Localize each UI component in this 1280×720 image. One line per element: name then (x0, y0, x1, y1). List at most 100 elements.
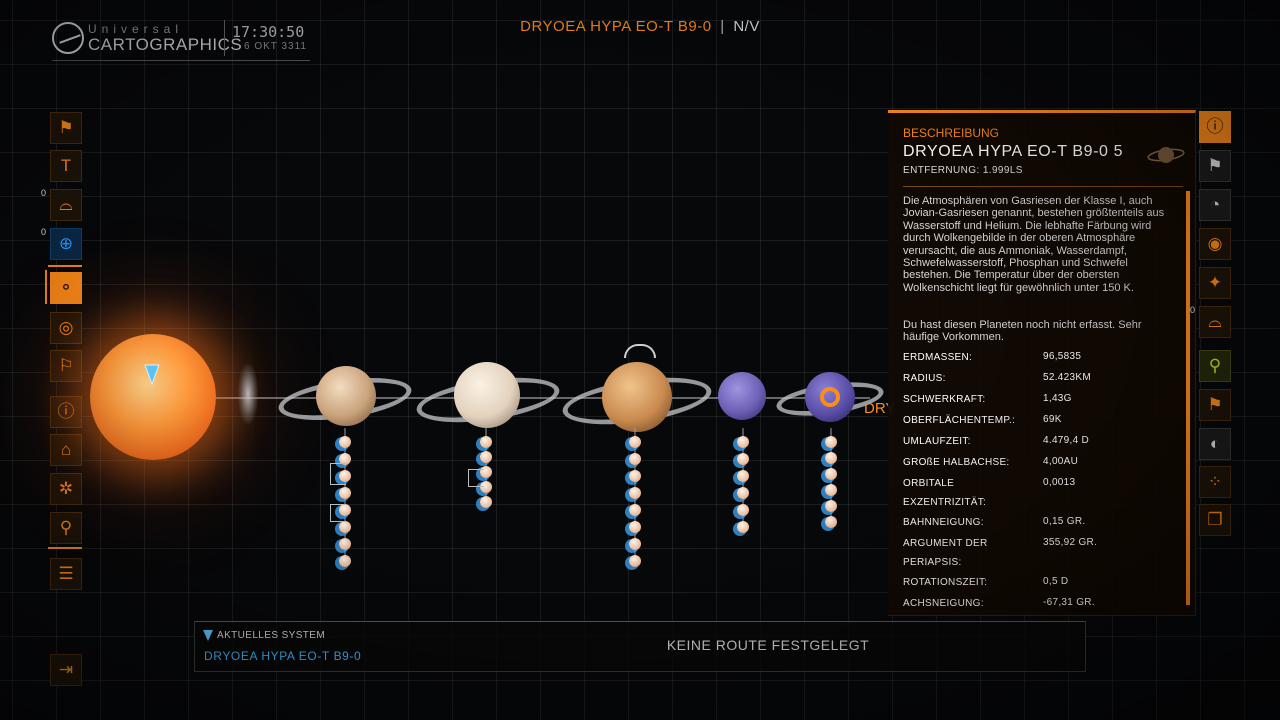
right-sidebar-landing-flag-button[interactable]: ⚑ (1199, 150, 1231, 182)
system-status: N/V (733, 18, 760, 35)
stat-value: 4.479,4 D (1043, 435, 1090, 446)
right-sidebar-landable-planet-button[interactable]: ◔ (1199, 189, 1231, 221)
moon-3-3[interactable] (629, 470, 641, 482)
stat-label: GROßE HALBACHSE: (903, 457, 1010, 468)
asteroid-belt[interactable] (238, 364, 258, 424)
panel-scrollbar[interactable] (1186, 191, 1190, 605)
moon-1-8[interactable] (339, 555, 351, 567)
moon-4-5[interactable] (737, 504, 749, 516)
stat-label: UMLAUFZEIT: (903, 436, 971, 447)
moon-5-6[interactable] (825, 516, 837, 528)
current-location-marker-icon (144, 364, 160, 386)
moon-2-2[interactable] (480, 451, 492, 463)
system-title: DRYOEA HYPA EO-T B9-0 | N/V (0, 18, 1280, 35)
distance-label: ENTFERNUNG: (903, 165, 980, 176)
left-sidebar-globe-button[interactable]: ⊕0 (41, 227, 82, 260)
moon-2-1[interactable] (480, 436, 492, 448)
right-sidebar-biology-button[interactable]: ✦ (1199, 267, 1231, 299)
moon-4-1[interactable] (737, 436, 749, 448)
left-sidebar-bookmark-button[interactable]: ⚑ (50, 112, 82, 144)
moon-3-2[interactable] (629, 453, 641, 465)
moon-2-5[interactable] (480, 496, 492, 508)
location-pin-icon: ⚲ (59, 518, 73, 537)
left-sidebar-orrery-button[interactable]: ◎ (50, 312, 82, 344)
right-sidebar-cluster-button[interactable]: ⁘ (1199, 466, 1231, 498)
stat-value: 4,00AU (1043, 456, 1079, 467)
stat-value: -67,31 GR. (1043, 597, 1095, 608)
moon-3-4[interactable] (629, 487, 641, 499)
planet-4[interactable] (718, 372, 766, 420)
selected-target-icon (820, 387, 840, 407)
right-sidebar-target-button[interactable]: ◉ (1199, 228, 1231, 260)
left-sidebar-station-button[interactable]: ⌂ (50, 434, 82, 466)
bookmark-icon: ⚑ (1207, 395, 1223, 414)
moon-5-5[interactable] (825, 500, 837, 512)
title-separator: | (720, 18, 725, 35)
left-sidebar-system-map-button[interactable]: ⚬ (50, 272, 82, 304)
right-sidebar-moon-button[interactable]: ◐ (1199, 428, 1231, 460)
scan-status: Du hast diesen Planeten noch nicht erfas… (903, 319, 1142, 344)
moon-1-1[interactable] (339, 436, 351, 448)
left-sidebar-flag-button[interactable]: ⚐ (50, 350, 82, 382)
exit-button[interactable]: ⇥ (50, 654, 82, 686)
right-sidebar-info-button[interactable]: ⓘ (1199, 111, 1231, 143)
stat-value: 96,5835 (1043, 351, 1082, 362)
left-sidebar-list-button[interactable]: ☰ (50, 558, 82, 590)
list-icon: ☰ (58, 564, 74, 583)
moon-4-3[interactable] (737, 470, 749, 482)
exit-icon: ⇥ (58, 660, 74, 679)
active-section-marker (45, 270, 47, 304)
left-sidebar-ground-signal-button[interactable]: ⌓0 (41, 188, 82, 221)
body-name: DRYOEA HYPA EO-T B9-0 5 (903, 143, 1124, 160)
item-count-badge: 0 (41, 188, 47, 198)
planet-1[interactable] (316, 366, 376, 426)
left-sidebar-location-pin-button[interactable]: ⚲ (50, 512, 82, 544)
moon-3-1[interactable] (629, 436, 641, 448)
stat-label: SCHWERKRAFT: (903, 394, 986, 405)
left-sidebar-codex-button[interactable]: T (50, 150, 82, 182)
moon-4-4[interactable] (737, 487, 749, 499)
body-info-panel: BESCHREIBUNG DRYOEA HYPA EO-T B9-0 5 ENT… (888, 110, 1196, 616)
game-date: 6 OKT 3311 (244, 41, 307, 52)
binary-pair-bracket (330, 504, 346, 522)
moon-5-1[interactable] (825, 436, 837, 448)
left-sidebar-info-button[interactable]: ⓘ (50, 396, 82, 428)
moon-3-6[interactable] (629, 521, 641, 533)
layers-icon: ❐ (1207, 510, 1223, 529)
gear-icon: ✲ (58, 479, 74, 498)
left-sidebar-gear-button[interactable]: ✲ (50, 473, 82, 505)
moon-1-6[interactable] (339, 521, 351, 533)
moon-4-2[interactable] (737, 453, 749, 465)
biology-icon: ✦ (1207, 273, 1223, 292)
planet-2[interactable] (454, 362, 520, 428)
moon-5-3[interactable] (825, 468, 837, 480)
globe-icon: ⊕ (58, 234, 74, 253)
right-sidebar-layers-button[interactable]: ❐ (1199, 504, 1231, 536)
right-sidebar-ground-signal-button[interactable]: ⌓0 (1190, 305, 1231, 338)
stat-value: 355,92 GR. (1043, 537, 1098, 548)
stat-label: ROTATIONSZEIT: (903, 577, 988, 588)
right-sidebar-bookmark-button[interactable]: ⚑ (1199, 389, 1231, 421)
moon-3-5[interactable] (629, 504, 641, 516)
moon-3-7[interactable] (629, 538, 641, 550)
moon-5-2[interactable] (825, 452, 837, 464)
ground-signal-icon: ⌓ (1208, 312, 1222, 331)
stat-label: ERDMASSEN: (903, 352, 973, 363)
ringed-planet-icon (1147, 147, 1185, 163)
planet-3[interactable] (602, 362, 672, 432)
stat-value: 1,43G (1043, 393, 1072, 404)
brand-line2: CARTOGRAPHICS (88, 35, 243, 54)
moon-3-8[interactable] (629, 555, 641, 567)
stat-label: RADIUS: (903, 373, 946, 384)
binary-pair-bracket (468, 469, 484, 487)
bookmark-icon: ⚑ (58, 118, 74, 137)
right-sidebar-location-pin-button[interactable]: ⚲ (1199, 350, 1231, 382)
stat-value: 0,5 D (1043, 576, 1069, 587)
moon-1-7[interactable] (339, 538, 351, 550)
moon-5-4[interactable] (825, 484, 837, 496)
moon-4-6[interactable] (737, 521, 749, 533)
moon-1-4[interactable] (339, 487, 351, 499)
codex-icon: T (60, 156, 72, 175)
panel-divider (903, 186, 1183, 187)
star-body[interactable] (90, 334, 216, 460)
